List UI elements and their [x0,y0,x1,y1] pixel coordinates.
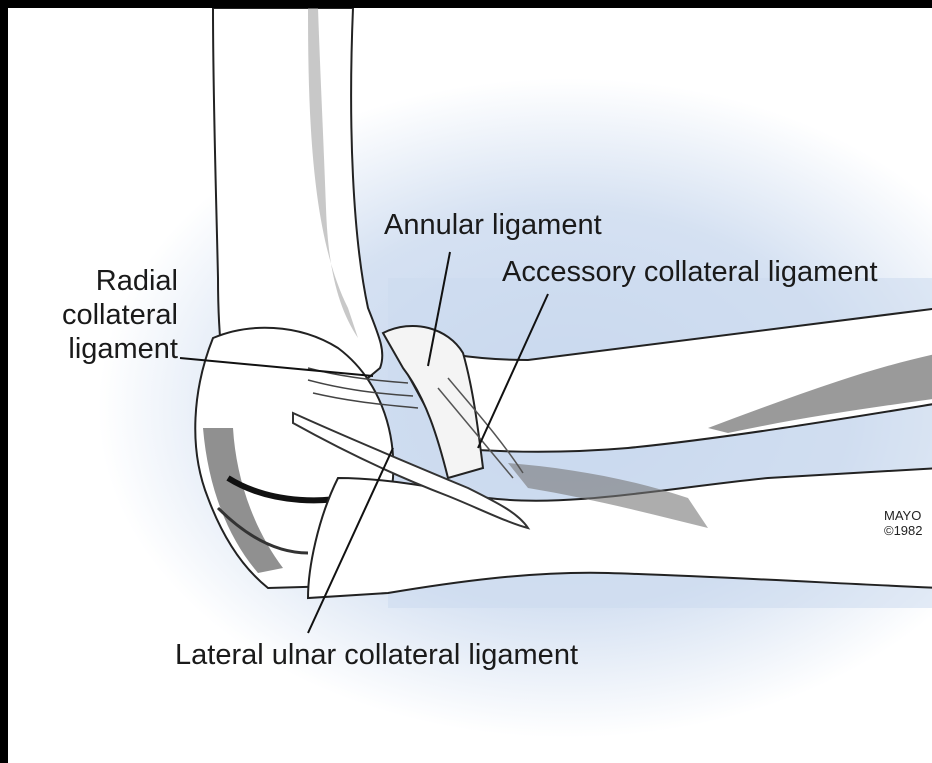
copyright-line-2: ©1982 [884,523,923,538]
label-radial-collateral-ligament: Radial collateral ligament [48,264,178,366]
copyright-stamp: MAYO ©1982 [884,508,923,538]
label-lateral-ulnar-collateral-ligament: Lateral ulnar collateral ligament [175,638,578,672]
label-annular-ligament: Annular ligament [384,208,602,242]
label-accessory-collateral-ligament: Accessory collateral ligament [502,255,878,289]
label-radial-line-1: Radial [48,264,178,298]
copyright-line-1: MAYO [884,508,923,523]
label-radial-line-3: ligament [48,332,178,366]
label-radial-line-2: collateral [48,298,178,332]
